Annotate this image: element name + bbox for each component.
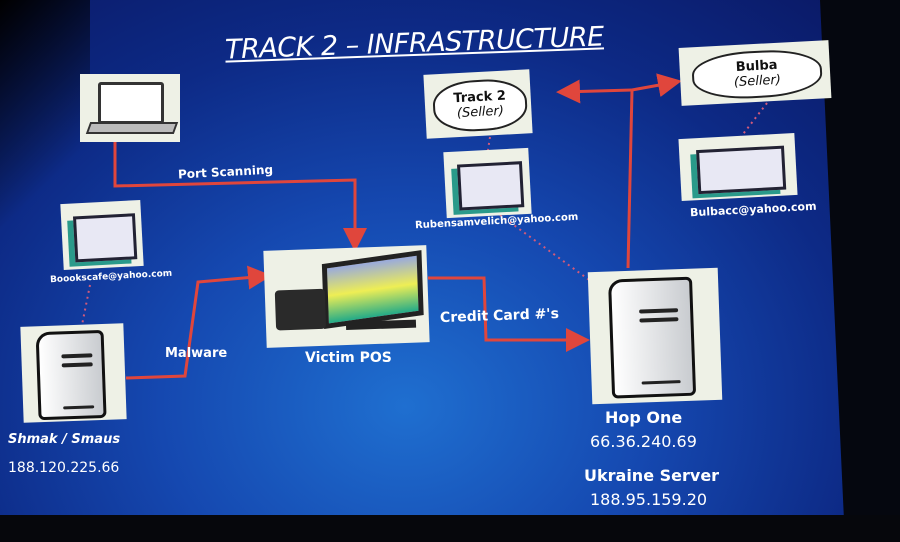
hop-one-ip: 66.36.240.69 [590, 432, 697, 451]
attacker-ip: 188.120.225.66 [8, 460, 120, 476]
vignette [0, 0, 90, 240]
bulba-seller-node: Bulba(Seller) [678, 40, 832, 106]
credit-card-arrow [428, 276, 590, 352]
dotted-link [81, 284, 91, 326]
email-card-icon [456, 161, 525, 211]
port-scanning-arrow [113, 142, 367, 252]
hop-to-sellers-line [626, 89, 634, 269]
bulba-email-image [678, 133, 798, 201]
track2-email-image [443, 147, 532, 219]
node-role: (Seller) [456, 104, 505, 122]
server-icon [607, 276, 696, 399]
screen-edge [0, 515, 900, 542]
cloud-icon: Bulba(Seller) [690, 47, 824, 102]
hop-one-server-image [587, 267, 723, 405]
to-track2-arrow [556, 79, 633, 104]
dotted-link [739, 102, 768, 139]
dotted-link [487, 136, 491, 151]
to-bulba-arrow [631, 73, 682, 98]
node-role: (Seller) [733, 73, 782, 91]
cloud-icon: Track 2(Seller) [432, 77, 528, 134]
email-card-icon [696, 145, 786, 194]
victim-pos-label: Victim POS [305, 350, 392, 366]
victim-pos-image [263, 245, 430, 348]
attacker-name: Shmak / Smaus [8, 432, 121, 447]
laptop-image [80, 74, 180, 142]
email-card-icon [73, 213, 138, 263]
server-icon [35, 329, 107, 421]
attacker-server-image [20, 323, 127, 423]
ukraine-server-ip: 188.95.159.20 [590, 490, 708, 509]
hop-one-name: Hop One [605, 408, 683, 427]
malware-label: Malware [165, 346, 228, 361]
track2-seller-node: Track 2(Seller) [423, 69, 533, 139]
attacker-email-image [60, 199, 144, 271]
malware-arrow [125, 265, 272, 380]
ukraine-server-name: Ukraine Server [584, 466, 720, 485]
dotted-link [499, 214, 593, 283]
pos-terminal-icon [321, 250, 424, 330]
laptop-icon [98, 82, 164, 124]
